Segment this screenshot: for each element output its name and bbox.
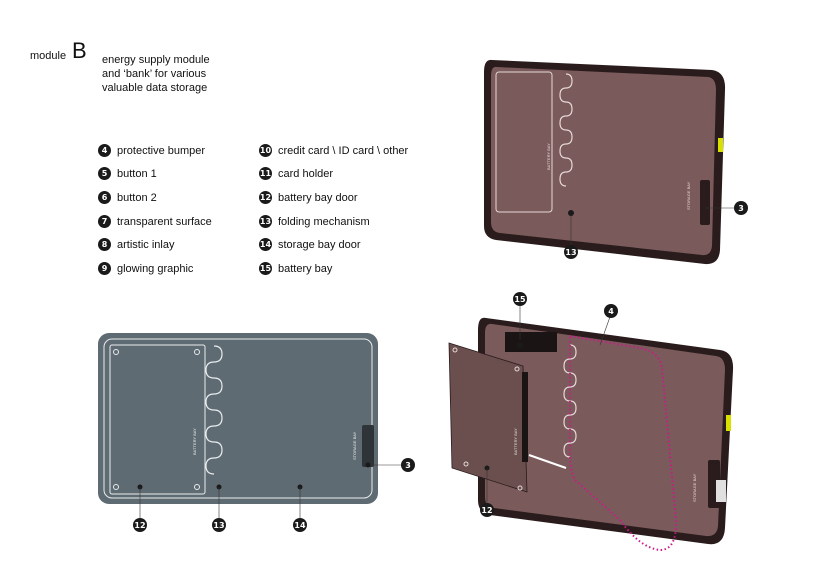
legend-label: storage bay door bbox=[278, 238, 361, 251]
legend-label: transparent surface bbox=[117, 215, 212, 228]
legend-label: battery bay door bbox=[278, 191, 358, 204]
module-letter: B bbox=[72, 38, 87, 63]
number-badge: 4 bbox=[98, 144, 111, 157]
legend-label: glowing graphic bbox=[117, 262, 194, 275]
number-badge: 7 bbox=[98, 215, 111, 228]
accent-strip bbox=[726, 415, 731, 431]
legend-item-button-1: 5 button 1 bbox=[98, 167, 157, 180]
legend-item-artistic-inlay: 8 artistic inlay bbox=[98, 238, 174, 251]
device-back-view: BATTERY BAY STORAGE BAY bbox=[484, 59, 735, 265]
number-badge: 10 bbox=[259, 144, 272, 157]
legend-item-protective-bumper: 4 protective bumper bbox=[98, 144, 205, 157]
number-badge: 15 bbox=[259, 262, 272, 275]
legend-label: button 1 bbox=[117, 167, 157, 180]
legend-label: battery bay bbox=[278, 262, 333, 275]
battery-bay-door-outline bbox=[495, 71, 553, 213]
legend-item-glowing-graphic: 9 glowing graphic bbox=[98, 262, 193, 275]
callout-14-flat: 14 bbox=[293, 518, 307, 532]
legend-item-transparent-surface: 7 transparent surface bbox=[98, 215, 212, 228]
callout-12-flat: 12 bbox=[133, 518, 147, 532]
storage-bay-imprint: STORAGE BAY bbox=[692, 473, 697, 502]
legend-label: artistic inlay bbox=[117, 238, 175, 251]
legend-item-storage-bay-door: 14 storage bay door bbox=[259, 238, 361, 251]
legend-label: protective bumper bbox=[117, 144, 206, 157]
module-label: module bbox=[30, 50, 67, 62]
number-badge: 11 bbox=[259, 167, 272, 180]
legend-item-battery-bay: 15 battery bay bbox=[259, 262, 332, 275]
folding-hinge bbox=[559, 73, 573, 187]
folding-hinge bbox=[205, 345, 223, 475]
number-badge: 6 bbox=[98, 191, 111, 204]
device-exploded-view: STORAGE BAY BATTERY BAY bbox=[448, 303, 734, 552]
callout-15-exploded: 15 bbox=[513, 292, 527, 306]
battery-bay-imprint: BATTERY BAY bbox=[513, 428, 518, 455]
number-badge: 12 bbox=[259, 191, 272, 204]
battery-bay-door-outline bbox=[109, 344, 206, 495]
legend-label: button 2 bbox=[117, 191, 157, 204]
callout-12-exploded: 12 bbox=[480, 503, 494, 517]
battery-bay-door-panel bbox=[448, 342, 528, 493]
description-line: energy supply module bbox=[102, 54, 210, 66]
number-badge: 9 bbox=[98, 262, 111, 275]
number-badge: 14 bbox=[259, 238, 272, 251]
legend-item-button-2: 6 button 2 bbox=[98, 191, 157, 204]
accent-strip bbox=[718, 138, 723, 152]
legend-item-credit-card: 10 credit card \ ID card \ other bbox=[259, 144, 408, 157]
callout-13-top: 13 bbox=[564, 245, 578, 259]
callout-3-top: 3 bbox=[734, 201, 748, 215]
number-badge: 5 bbox=[98, 167, 111, 180]
callout-13-flat: 13 bbox=[212, 518, 226, 532]
number-badge: 13 bbox=[259, 215, 272, 228]
device-flat-view: BATTERY BAY STORAGE BAY bbox=[98, 333, 402, 518]
description-line: valuable data storage bbox=[102, 82, 208, 94]
description-line: and ‘bank’ for various bbox=[102, 68, 207, 80]
legend-label: credit card \ ID card \ other bbox=[278, 144, 409, 157]
transparent-surface-outline bbox=[569, 334, 678, 552]
module-description: energy supply module and ‘bank’ for vari… bbox=[102, 53, 262, 95]
legend-item-card-holder: 11 card holder bbox=[259, 167, 333, 180]
battery-bay-imprint: BATTERY BAY bbox=[546, 143, 551, 170]
callout-4-exploded: 4 bbox=[604, 304, 618, 318]
legend-label: folding mechanism bbox=[278, 215, 370, 228]
legend-item-battery-bay-door: 12 battery bay door bbox=[259, 191, 358, 204]
legend-item-folding-mechanism: 13 folding mechanism bbox=[259, 215, 370, 228]
legend-label: card holder bbox=[278, 167, 334, 180]
battery-bay-imprint: BATTERY BAY bbox=[192, 428, 197, 455]
callout-3-flat: 3 bbox=[401, 458, 415, 472]
storage-bay-imprint: STORAGE BAY bbox=[352, 431, 357, 460]
number-badge: 8 bbox=[98, 238, 111, 251]
storage-bay-imprint: STORAGE BAY bbox=[686, 181, 691, 210]
